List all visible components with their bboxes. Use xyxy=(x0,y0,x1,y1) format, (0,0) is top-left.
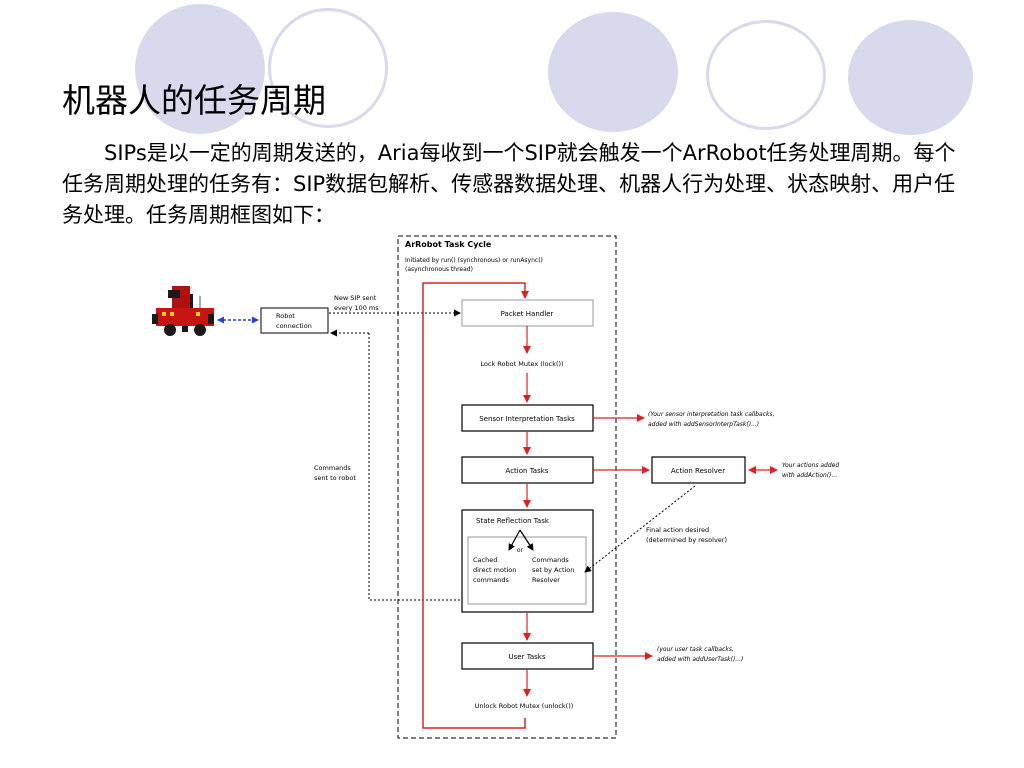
user-note-line-2: added with addUserTask()...) xyxy=(657,656,743,663)
cmds-action-line-1: Commands xyxy=(532,556,569,564)
actions-note-line-2: with addAction()... xyxy=(782,472,837,479)
decor-circle-2 xyxy=(268,8,388,128)
user-tasks-label: User Tasks xyxy=(509,653,546,661)
commands-path xyxy=(368,333,526,601)
decor-circle-5 xyxy=(848,20,973,135)
robot-connection-line-2: connection xyxy=(276,322,312,330)
decor-circle-1 xyxy=(135,4,265,134)
final-action-arrow xyxy=(584,485,696,573)
state-reflection-box xyxy=(461,509,594,613)
cycle-title: ArRobot Task Cycle xyxy=(405,240,492,249)
robot-connection-box xyxy=(260,307,329,334)
commands-line-2: sent to robot xyxy=(314,474,356,482)
decor-circle-3 xyxy=(548,12,678,132)
cached-line-3: commands xyxy=(473,576,509,584)
task-cycle-container xyxy=(397,235,617,739)
sensor-tasks-label: Sensor Interpretation Tasks xyxy=(479,415,575,423)
action-tasks-box xyxy=(461,456,594,484)
cmds-action-line-3: Resolver xyxy=(532,576,560,584)
user-tasks-box xyxy=(461,642,594,670)
packet-handler-box xyxy=(461,299,594,327)
user-note-line-1: (your user task callbacks, xyxy=(657,646,734,653)
or-label: or xyxy=(517,547,524,554)
branch-right-arrow xyxy=(519,529,534,551)
slide-body: SIPs是以一定的周期发送的，Aria每收到一个SIP就会触发一个ArRobot… xyxy=(62,138,972,231)
initiated-line-1: Initiated by run() (synchronous) or runA… xyxy=(405,257,543,264)
final-action-line-1: Final action desired xyxy=(646,526,709,534)
branch-left-arrow xyxy=(508,529,521,551)
new-sip-line-2: every 100 ms xyxy=(334,304,379,312)
cmds-action-line-2: set by Action xyxy=(532,566,574,574)
state-reflection-inner xyxy=(467,536,587,605)
sensor-note-line-2: added with addSensorInterpTask()...) xyxy=(648,421,759,428)
robot-connection-line-1: Robot xyxy=(276,312,295,320)
packet-handler-label: Packet Handler xyxy=(501,310,554,318)
robot-icon xyxy=(152,286,214,336)
commands-line-1: Commands xyxy=(314,464,351,472)
new-sip-line-1: New SIP sent xyxy=(334,294,377,302)
sensor-note-line-1: (Your sensor interpretation task callbac… xyxy=(648,411,775,418)
sensor-tasks-box xyxy=(461,404,594,432)
cached-line-1: Cached xyxy=(473,556,497,564)
action-resolver-label: Action Resolver xyxy=(671,467,725,475)
body-paragraph: SIPs是以一定的周期发送的，Aria每收到一个SIP就会触发一个ArRobot… xyxy=(62,141,956,227)
initiated-line-2: (asynchronous thread) xyxy=(405,266,473,273)
cached-line-2: direct motion xyxy=(473,566,516,574)
actions-note-line-1: Your actions added xyxy=(782,462,839,469)
unlock-mutex-label: Unlock Robot Mutex (unlock()) xyxy=(475,702,574,710)
slide-title: 机器人的任务周期 xyxy=(62,81,326,120)
action-resolver-box xyxy=(651,456,746,484)
cycle-loop-line xyxy=(422,282,529,729)
state-reflection-label: State Reflection Task xyxy=(476,517,550,525)
lock-mutex-label: Lock Robot Mutex (lock()) xyxy=(480,360,563,368)
final-action-line-2: (determined by resolver) xyxy=(646,536,727,544)
action-tasks-label: Action Tasks xyxy=(506,467,549,475)
decor-circle-4 xyxy=(706,20,826,130)
